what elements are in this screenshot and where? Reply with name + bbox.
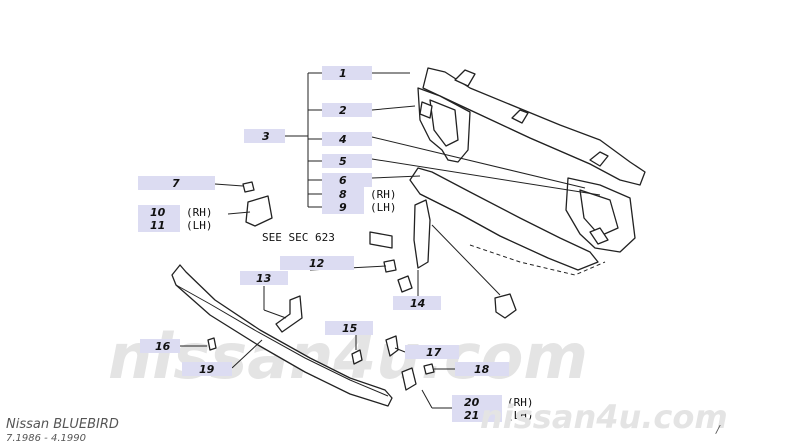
callout-21: 21 (464, 409, 479, 422)
callout-21-side: (LH) (507, 409, 534, 422)
callout-12: 12 (309, 257, 325, 270)
label-boxes (138, 66, 509, 422)
callout-3: 3 (262, 130, 270, 143)
callout-9: 9 (339, 201, 347, 214)
callout-10-side: (RH) (186, 206, 213, 219)
callout-10: 10 (150, 206, 166, 219)
bracket-lower-right (494, 293, 517, 319)
callout-1: 1 (339, 67, 347, 80)
radiator-core-support-upper (422, 67, 646, 186)
watermark-corner: nissan4u.com (480, 398, 728, 436)
callout-8: 8 (339, 188, 347, 201)
callout-11-side: (LH) (186, 219, 213, 232)
model-caption: Nissan BLUEBIRD (6, 417, 119, 432)
hood-lock-stay (369, 199, 431, 293)
clip-15 (351, 349, 363, 365)
callout-5: 5 (339, 155, 347, 168)
callout-19: 19 (199, 363, 215, 376)
callout-17: 17 (426, 346, 442, 359)
date-range-caption: 7.1986 - 4.1990 (6, 433, 86, 444)
bracket-17 (385, 335, 399, 357)
bolt-18 (423, 363, 435, 375)
callout-20: 20 (464, 396, 480, 409)
callout-8-side: (RH) (370, 188, 397, 201)
callout-16: 16 (155, 340, 171, 353)
page-mark: / (715, 423, 721, 436)
callout-18: 18 (474, 363, 490, 376)
see-section-reference: SEE SEC 623 (262, 231, 335, 244)
callout-4: 4 (338, 133, 347, 146)
front-bumper (171, 264, 393, 407)
bumper-bracket-13 (275, 295, 303, 333)
callout-14: 14 (410, 297, 425, 310)
callout-13: 13 (256, 272, 272, 285)
radiator-core-support-side-right (565, 177, 636, 253)
callout-15: 15 (342, 322, 358, 335)
callout-20-side: (RH) (507, 396, 534, 409)
radiator-core-support-side-left (417, 87, 471, 163)
radiator-core-support-lower (409, 167, 606, 276)
bolt-16 (207, 337, 217, 351)
callout-6: 6 (339, 174, 347, 187)
callout-7: 7 (172, 177, 180, 190)
leader-lines (180, 72, 601, 409)
callout-2: 2 (339, 104, 347, 117)
callout-11: 11 (150, 219, 165, 232)
clip-bolt-group (242, 181, 273, 227)
callout-9-side: (LH) (370, 201, 397, 214)
bracket-20-21 (401, 367, 417, 391)
